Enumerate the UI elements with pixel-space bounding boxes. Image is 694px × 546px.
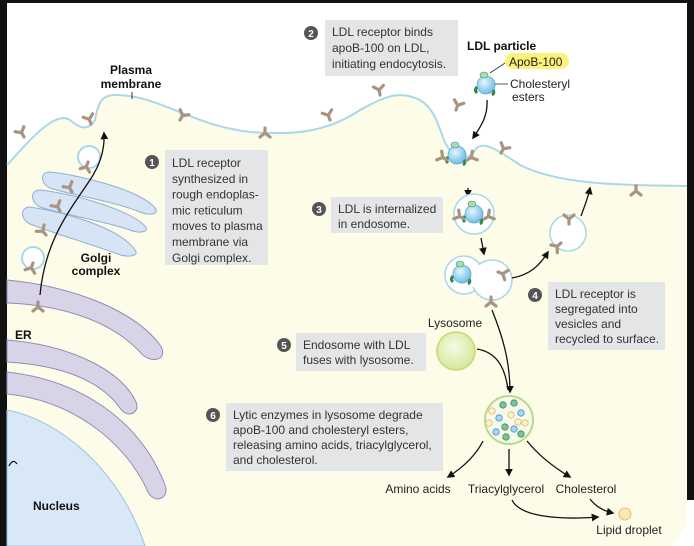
svg-text:2: 2 <box>308 29 314 40</box>
step-6-line: and cholesterol. <box>233 453 318 467</box>
apob100-highlight <box>505 53 569 69</box>
transport-vesicle <box>21 246 45 275</box>
step-badge <box>145 155 159 169</box>
plasma-membrane-label-2: membrane <box>101 77 162 91</box>
step-badge <box>312 202 326 216</box>
right-border <box>687 0 694 500</box>
step-5-line: fuses with lysosome. <box>303 353 414 367</box>
svg-text:3: 3 <box>316 205 322 216</box>
top-border <box>0 0 694 3</box>
recycle-arrow <box>511 250 549 279</box>
step-1-line: LDL receptor <box>172 156 241 170</box>
step-badge <box>277 338 291 352</box>
step-5-note: 5 <box>277 333 426 371</box>
step-4-line: vesicles and <box>555 317 621 331</box>
cholesteryl-label-2: esters <box>512 90 545 104</box>
return-arrow <box>580 186 593 217</box>
step-6-line: apoB-100 and cholesteryl esters, <box>233 423 408 437</box>
recycling-vesicle <box>549 213 587 255</box>
ldl-particle-label: LDL particle <box>467 39 536 53</box>
step-2-line: apoB-100 on LDL, <box>332 41 429 55</box>
step-badge <box>528 288 542 302</box>
step-1-note: 1 <box>145 150 268 265</box>
step-1-line: Golgi complex. <box>172 251 251 265</box>
cholesterol-label: Cholesterol <box>556 482 617 496</box>
lysosome-path <box>476 348 509 391</box>
step-1-line: mic reticulum <box>172 203 243 217</box>
apob100-label: ApoB-100 <box>509 55 563 69</box>
step-2-line: LDL receptor binds <box>332 25 433 39</box>
amino-acids-arrow <box>446 440 484 478</box>
step-4-note: 4 <box>528 282 665 350</box>
step-1-line: rough endoplas- <box>172 188 259 202</box>
step-badge <box>206 408 220 422</box>
binding-arrow <box>472 99 488 140</box>
step-badge <box>304 26 318 40</box>
svg-text:1: 1 <box>149 158 155 169</box>
lipid-droplet-label: Lipid droplet <box>596 523 662 537</box>
lipid-droplet <box>618 507 632 521</box>
transport-vesicle <box>77 145 101 174</box>
arrow <box>479 237 487 256</box>
lysosome-label: Lysosome <box>428 316 483 330</box>
step-1-line: moves to plasma <box>172 219 263 233</box>
step-6-line: releasing amino acids, triacylglycerol, <box>233 438 432 452</box>
step-1-line: membrane via <box>172 235 248 249</box>
step-2-line: initiating endocytosis. <box>332 57 446 71</box>
chol-to-droplet-arrow <box>589 498 615 516</box>
amino-acids-label: Amino acids <box>385 482 450 496</box>
tag-to-droplet-arrow <box>511 499 600 522</box>
apob-pointer <box>489 62 506 74</box>
step-6-line: Lytic enzymes in lysosome degrade <box>233 408 423 422</box>
step-3-line: in endosome. <box>338 217 410 231</box>
endosome <box>452 193 496 235</box>
plasma-membrane-label: Plasma <box>110 63 152 77</box>
secondary-lysosome <box>484 395 534 445</box>
cholesteryl-label: Cholesteryl <box>510 77 570 91</box>
nucleus-label: Nucleus <box>33 499 80 513</box>
triacylglycerol-label: Triacylglycerol <box>468 482 544 496</box>
svg-text:5: 5 <box>281 341 287 352</box>
corner-mask <box>672 518 694 546</box>
cholesterol-arrow <box>526 440 572 478</box>
step-4-line: recycled to surface. <box>555 332 659 346</box>
er-to-membrane-arrow <box>39 131 109 296</box>
sorting-endosome <box>444 255 513 308</box>
svg-text:6: 6 <box>210 411 216 422</box>
nucleus <box>6 409 146 546</box>
step-4-line: segregated into <box>555 302 638 316</box>
step-1-line: synthesized in <box>172 172 248 186</box>
step-3-note: 3 <box>312 197 443 233</box>
fusion-arrow <box>491 309 514 394</box>
er-label: ER <box>15 328 32 342</box>
step-4-line: LDL receptor is <box>555 287 636 301</box>
golgi-label: Golgi <box>81 251 112 265</box>
step-5-line: Endosome with LDL <box>303 338 411 352</box>
step-2-note: 2 <box>304 20 458 76</box>
step-3-line: LDL is internalized <box>338 202 436 216</box>
svg-text:4: 4 <box>532 291 538 302</box>
step-texts: LDL receptor synthesized in rough endoplas… <box>172 25 659 467</box>
step-6-note: 6 <box>206 403 443 471</box>
nucleus-pore-mark <box>8 460 18 467</box>
left-border <box>0 0 7 546</box>
lysosome <box>436 331 476 371</box>
golgi-label-2: complex <box>72 264 121 278</box>
endoplasmic-reticulum <box>6 279 167 500</box>
